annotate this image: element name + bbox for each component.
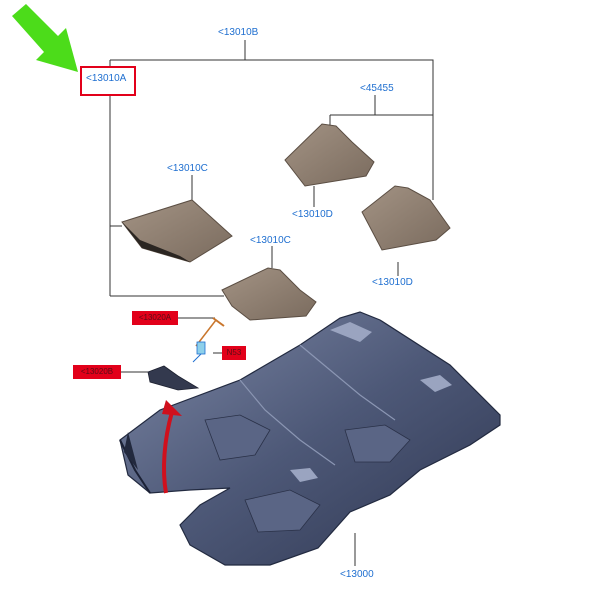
part-label-13000[interactable]: <13000 [340,569,374,580]
leader-lines [109,40,434,566]
part-label-13010c-right[interactable]: <13010C [250,235,291,246]
rear-mat-right-illustration [361,185,451,251]
floor-carpet-illustration [119,311,501,566]
selected-part-highlight [80,66,136,96]
front-mat-right-illustration [221,267,317,321]
part-label-13010d-right[interactable]: <13010D [372,277,413,288]
green-arrow-icon [12,4,78,72]
redacted-label-pin[interactable]: N53 [222,346,246,360]
part-label-45455[interactable]: <45455 [360,83,394,94]
fastener-illustration [147,365,200,391]
red-curved-arrow-icon [162,400,182,494]
pin-illustration [192,341,206,363]
redacted-label-fastener[interactable]: <13020B [73,365,121,379]
rear-mat-left-illustration [284,123,375,187]
part-label-13010b[interactable]: <13010B [218,27,259,38]
front-mat-left-illustration [121,199,233,263]
part-label-13010a[interactable]: <13010A [86,73,127,84]
redacted-label-clip[interactable]: <13020A [132,311,178,325]
part-label-13010c-left[interactable]: <13010C [167,163,208,174]
part-label-13010d-left[interactable]: <13010D [292,209,333,220]
